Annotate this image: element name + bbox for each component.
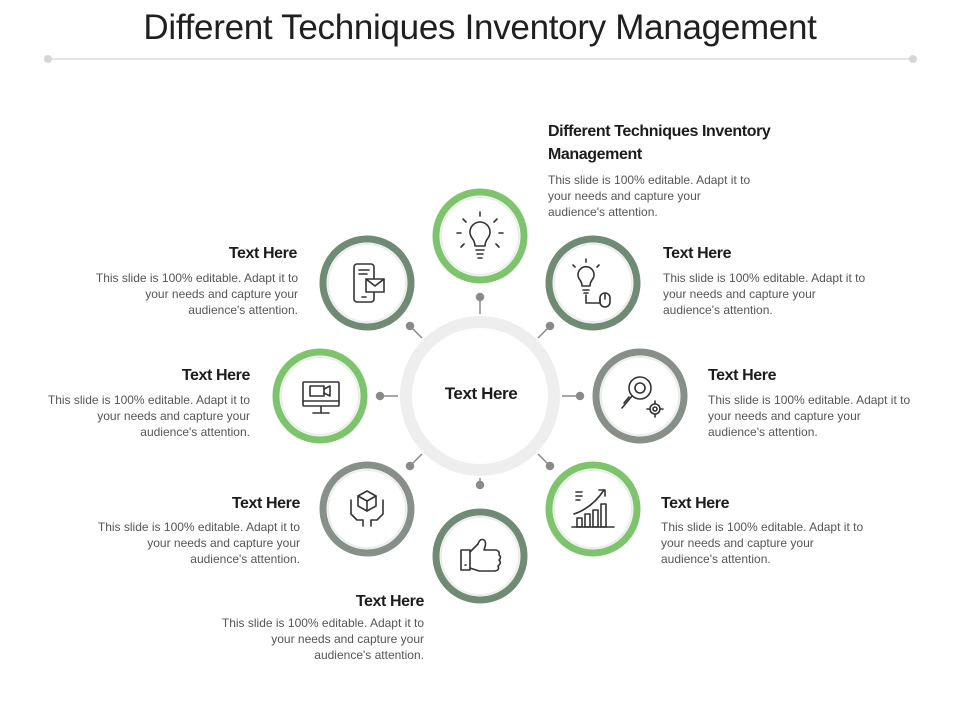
item-desc-8: This slide is 100% editable. Adapt it to… bbox=[95, 271, 298, 317]
connector-dot-3 bbox=[575, 391, 585, 401]
node-ring-3 bbox=[592, 348, 688, 444]
item-heading-7: Text Here bbox=[181, 367, 251, 384]
divider-dot-left bbox=[44, 55, 52, 63]
monitor-video-icon bbox=[302, 381, 340, 414]
connector-dot-4 bbox=[545, 461, 555, 471]
item-heading-6: Text Here bbox=[231, 495, 301, 512]
node-ring-4 bbox=[545, 461, 641, 557]
growth-chart-icon bbox=[571, 489, 615, 528]
connector-dot-2 bbox=[545, 321, 555, 331]
item-desc-4: This slide is 100% editable. Adapt it to… bbox=[661, 520, 864, 566]
item-desc-7: This slide is 100% editable. Adapt it to… bbox=[47, 393, 250, 439]
item-desc-5: This slide is 100% editable. Adapt it to… bbox=[221, 616, 424, 662]
slide-title: Different Techniques Inventory Managemen… bbox=[143, 8, 817, 47]
item-desc-6: This slide is 100% editable. Adapt it to… bbox=[97, 520, 300, 566]
node-ring-2 bbox=[545, 235, 641, 331]
connector-dot-1 bbox=[475, 292, 485, 302]
connector-dot-7 bbox=[375, 391, 385, 401]
center-label: Text Here bbox=[444, 384, 518, 403]
box-hands-icon bbox=[350, 490, 384, 527]
connector-dot-8 bbox=[405, 321, 415, 331]
item-heading-3: Text Here bbox=[708, 367, 777, 384]
item-heading-1: Different Techniques Inventory Managemen… bbox=[548, 123, 771, 163]
idea-mouse-icon bbox=[572, 258, 611, 308]
item-heading-4: Text Here bbox=[661, 495, 730, 512]
connectors bbox=[375, 292, 585, 490]
item-heading-5: Text Here bbox=[355, 593, 425, 610]
connector-dot-5 bbox=[475, 480, 485, 490]
item-heading-8: Text Here bbox=[228, 245, 298, 262]
lightbulb-icon bbox=[456, 211, 504, 259]
item-heading-2: Text Here bbox=[663, 245, 732, 262]
item-desc-1: This slide is 100% editable. Adapt it to… bbox=[548, 173, 751, 219]
title-divider bbox=[48, 58, 913, 60]
node-ring-1 bbox=[432, 188, 528, 284]
search-gear-icon bbox=[621, 376, 664, 418]
item-desc-3: This slide is 100% editable. Adapt it to… bbox=[708, 393, 911, 439]
mobile-mail-icon bbox=[353, 263, 385, 303]
connector-dot-6 bbox=[405, 461, 415, 471]
center-ring bbox=[400, 316, 560, 476]
thumbs-up-icon bbox=[460, 538, 502, 572]
divider-dot-right bbox=[909, 55, 917, 63]
item-desc-2: This slide is 100% editable. Adapt it to… bbox=[663, 271, 866, 317]
node-ring-5 bbox=[432, 508, 528, 604]
